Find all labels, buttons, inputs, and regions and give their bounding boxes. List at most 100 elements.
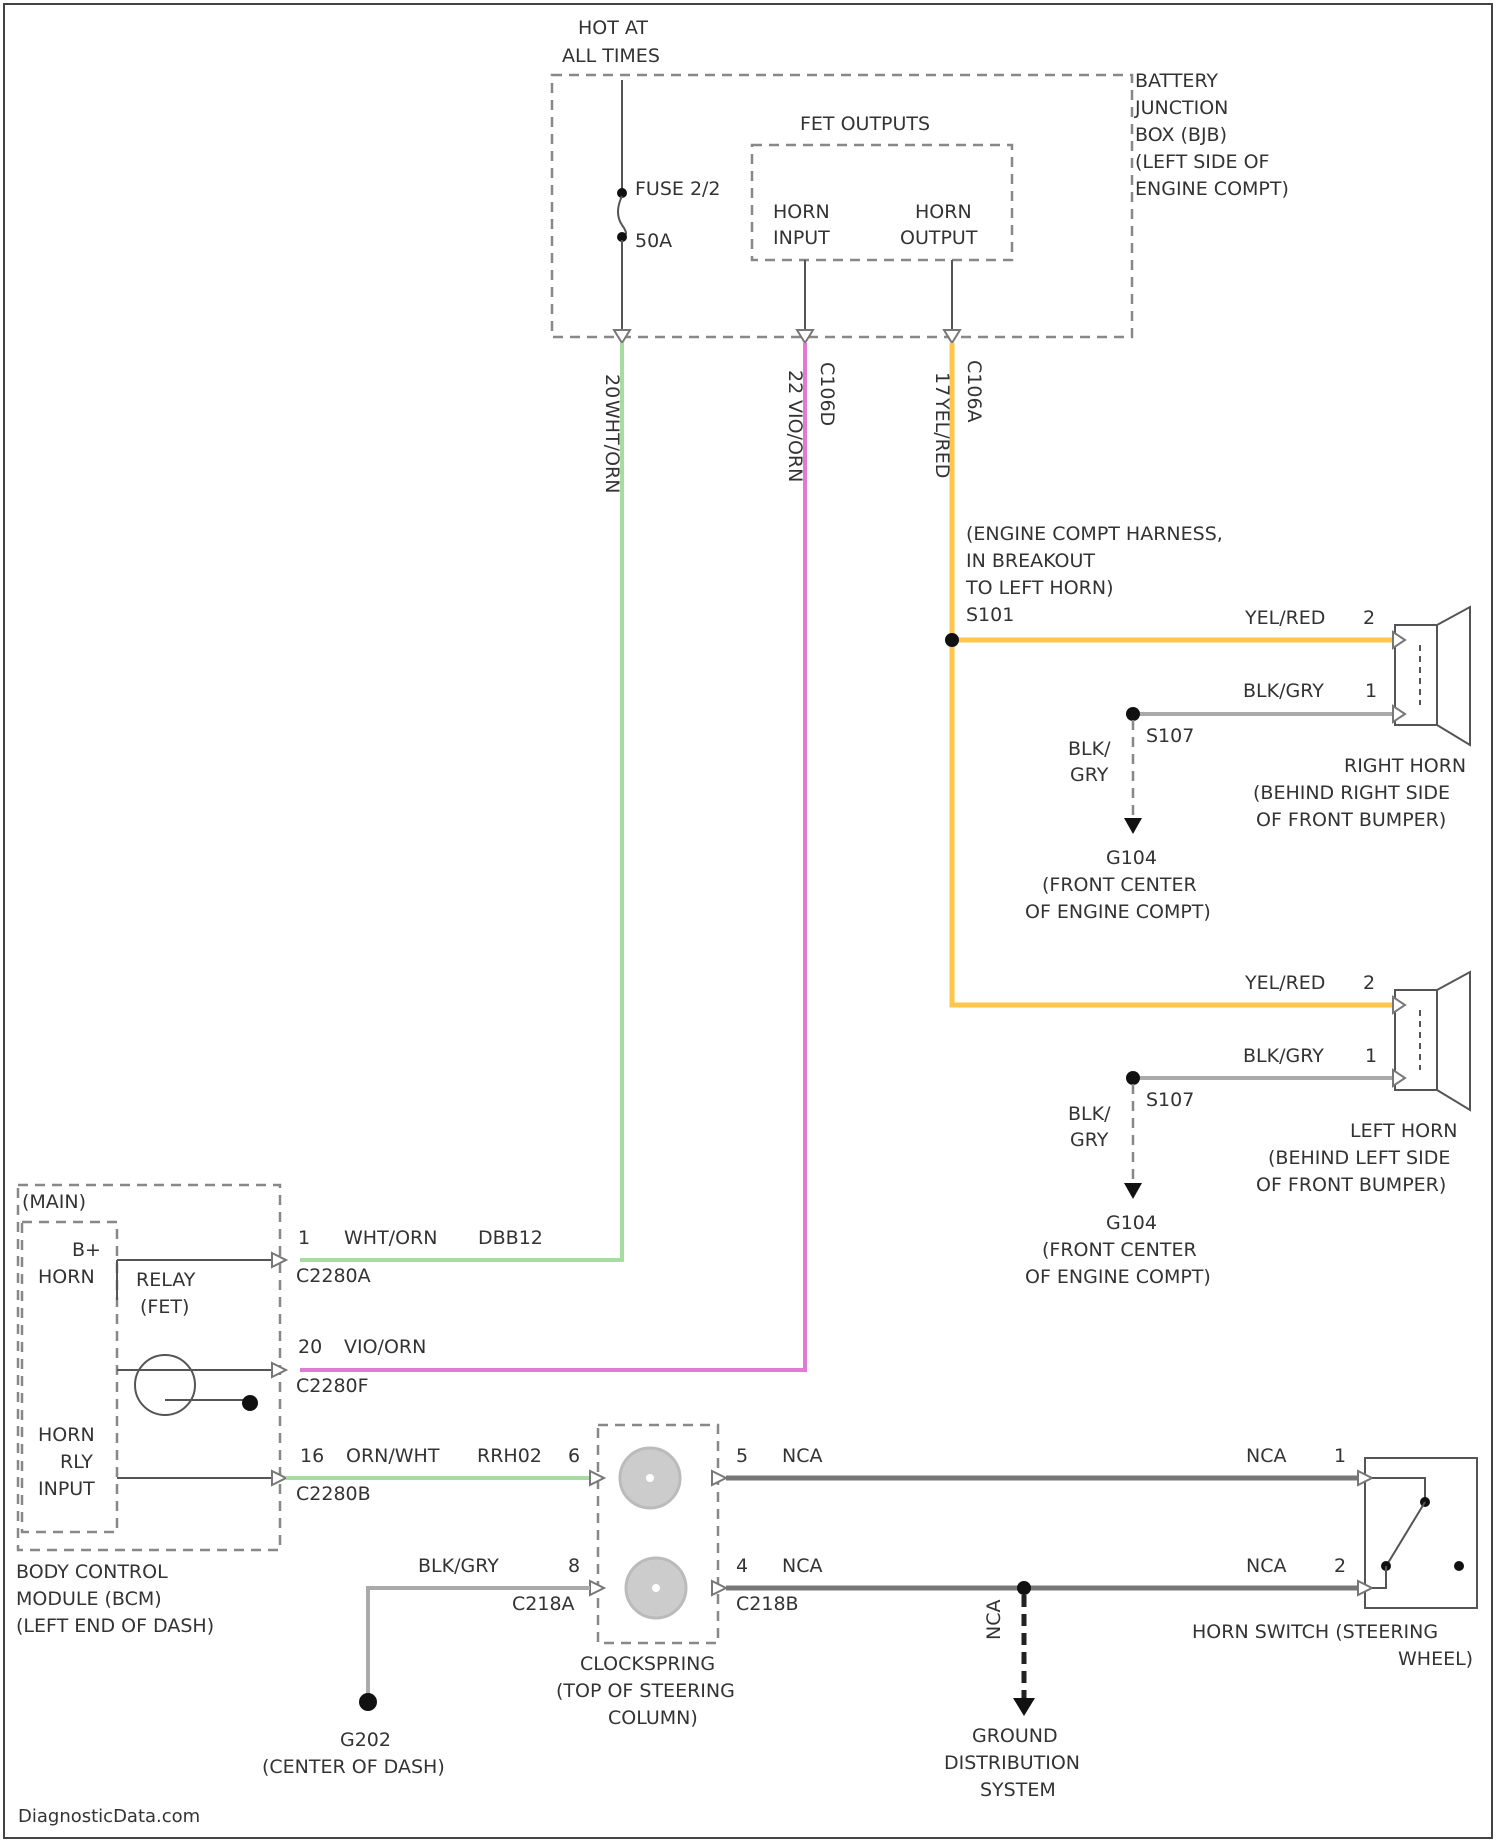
bcm-bplus-label: B+	[72, 1239, 101, 1261]
clockspring-name-2: (TOP OF STEERING	[556, 1680, 735, 1702]
horn-switch-pin-1: 1	[1334, 1445, 1346, 1467]
vio-orn-vertical-label: VIO/ORN	[784, 400, 806, 482]
hot-label-2: ALL TIMES	[562, 45, 660, 67]
left-horn-name-2: (BEHIND LEFT SIDE	[1268, 1147, 1450, 1169]
bcm-name-3: (LEFT END OF DASH)	[16, 1615, 214, 1637]
bcm-w3-code: RRH02	[477, 1445, 542, 1467]
pin-22-label: 22	[784, 370, 806, 394]
left-horn-circuit: YEL/RED 2 BLK/GRY 1 S107 BLK/ GRY G104 (…	[1025, 972, 1470, 1288]
right-horn-circuit: YEL/RED 2 BLK/GRY 1 S107 BLK/ GRY G104 (…	[1025, 607, 1470, 923]
ground-distribution-arrow	[1013, 1698, 1035, 1716]
right-horn-yel-red: YEL/RED	[1244, 607, 1325, 629]
right-horn-gry-label: GRY	[1070, 764, 1109, 786]
clockspring-pin-8-label: 8	[568, 1555, 580, 1577]
bcm-w2-pin: 20	[298, 1336, 322, 1358]
fuse-icon	[618, 196, 626, 236]
connector-c106d: C106D	[816, 362, 838, 426]
ground-distribution-nca: NCA	[983, 1600, 1005, 1640]
horn-switch-contact-icon	[1388, 1502, 1425, 1563]
left-horn-ground-arrow	[1124, 1183, 1142, 1199]
ground-distribution-splice	[1017, 1581, 1031, 1595]
clockspring-conn-in: C218A	[512, 1593, 575, 1615]
right-horn-name-3: OF FRONT BUMPER)	[1256, 809, 1446, 831]
bcm-w3-color: ORN/WHT	[346, 1445, 440, 1467]
bcm-w1-color: WHT/ORN	[344, 1227, 437, 1249]
left-horn-gry-label: GRY	[1070, 1129, 1109, 1151]
ground-distribution-2: DISTRIBUTION	[944, 1752, 1080, 1774]
right-horn-name-2: (BEHIND RIGHT SIDE	[1253, 782, 1450, 804]
wht-orn-wire	[300, 343, 622, 1260]
right-horn-ground-loc-2: OF ENGINE COMPT)	[1025, 901, 1211, 923]
bcm-fet-ground-dot	[242, 1395, 258, 1411]
horn-output-label-2: OUTPUT	[900, 227, 978, 249]
watermark: DiagnosticData.com	[18, 1806, 200, 1827]
right-horn-blk-label: BLK/	[1068, 738, 1111, 760]
clockspring-conn-out: C218B	[736, 1593, 799, 1615]
bcm-name-2: MODULE (BCM)	[16, 1588, 162, 1610]
clockspring-pin-4-label: 4	[736, 1555, 748, 1577]
left-horn-name-3: OF FRONT BUMPER)	[1256, 1174, 1446, 1196]
clockspring: 6 8 5 4 C218A C218B CLOCKSPRING (TOP OF …	[512, 1425, 799, 1729]
bcm-w1-pin: 1	[298, 1227, 310, 1249]
horn-output-label-1: HORN	[915, 201, 972, 223]
bjb-label-5: ENGINE COMPT)	[1135, 178, 1289, 200]
bcm-w1-code: DBB12	[478, 1227, 543, 1249]
clockspring-name-3: COLUMN)	[608, 1707, 698, 1729]
horn-switch-name-2: WHEEL)	[1398, 1648, 1473, 1670]
g202-ground-dot	[359, 1693, 377, 1711]
bjb-label-4: (LEFT SIDE OF	[1135, 151, 1269, 173]
horn-switch-outline	[1365, 1458, 1477, 1608]
bjb-label-2: JUNCTION	[1134, 97, 1228, 119]
harness-note: (ENGINE COMPT HARNESS, IN BREAKOUT TO LE…	[965, 523, 1223, 626]
vio-orn-wire	[300, 343, 805, 1370]
right-horn-pin-1: 1	[1365, 680, 1377, 702]
harness-label-1: (ENGINE COMPT HARNESS,	[966, 523, 1223, 545]
vertical-wire-labels: 20 WHT/ORN 22 VIO/ORN C106D 17 YEL/RED C…	[601, 360, 985, 493]
left-horn-pin-2: 2	[1363, 972, 1375, 994]
wht-orn-vertical-label: WHT/ORN	[601, 400, 623, 493]
connector-c106a: C106A	[963, 360, 985, 423]
bjb-label-3: BOX (BJB)	[1135, 124, 1227, 146]
bcm-horn-rly-3: INPUT	[38, 1478, 95, 1500]
fuse-name: FUSE 2/2	[635, 178, 721, 200]
right-horn-name-1: RIGHT HORN	[1344, 755, 1466, 777]
right-horn-ground-arrow	[1124, 818, 1142, 834]
right-horn-blk-gry: BLK/GRY	[1243, 680, 1324, 702]
right-horn-splice-s107	[1126, 707, 1140, 721]
nca-bottom-left-label: NCA	[782, 1555, 822, 1577]
clockspring-pin-5-label: 5	[736, 1445, 748, 1467]
clockspring-pin-6-label: 6	[568, 1445, 580, 1467]
bcm-horn-rly-2: RLY	[60, 1451, 93, 1473]
fuse-amp: 50A	[635, 230, 672, 252]
left-horn-ground-loc-1: (FRONT CENTER	[1042, 1239, 1197, 1261]
bcm-w2-color: VIO/ORN	[344, 1336, 426, 1358]
right-horn-splice-label: S107	[1146, 725, 1194, 747]
g202-location: (CENTER OF DASH)	[262, 1756, 445, 1778]
right-horn-pin-2: 2	[1363, 607, 1375, 629]
left-horn-name-1: LEFT HORN	[1350, 1120, 1458, 1142]
bcm-relay-label: RELAY	[136, 1269, 196, 1291]
bjb-label-1: BATTERY	[1135, 70, 1218, 92]
harness-label-2: IN BREAKOUT	[966, 550, 1095, 572]
pin-20-label: 20	[601, 374, 623, 398]
horn-switch-nca-top: NCA	[1246, 1445, 1286, 1467]
right-horn-ground-name: G104	[1106, 847, 1157, 869]
bcm-name-1: BODY CONTROL	[16, 1561, 168, 1583]
fet-outputs-title: FET OUTPUTS	[800, 113, 930, 135]
bcm-w3-connector: C2280B	[296, 1483, 371, 1505]
fet-transistor-icon	[135, 1355, 195, 1415]
bcm-w1-connector: C2280A	[296, 1265, 371, 1287]
horn-switch-pin-2: 2	[1334, 1555, 1346, 1577]
ground-distribution-3: SYSTEM	[980, 1779, 1056, 1801]
clockspring-blk-gry-label: BLK/GRY	[418, 1555, 499, 1577]
bcm-main-tag: (MAIN)	[22, 1191, 86, 1213]
harness-label-3: TO LEFT HORN)	[965, 577, 1114, 599]
clockspring-name-1: CLOCKSPRING	[580, 1653, 715, 1675]
body-control-module: (MAIN) B+ HORN RELAY (FET) HORN RLY INPU…	[16, 1185, 286, 1637]
left-horn-ground-loc-2: OF ENGINE COMPT)	[1025, 1266, 1211, 1288]
left-horn-icon	[1393, 972, 1470, 1110]
left-horn-splice-s107	[1126, 1071, 1140, 1085]
left-horn-yel-red: YEL/RED	[1244, 972, 1325, 994]
bcm-w2-connector: C2280F	[296, 1375, 369, 1397]
g202-name: G202	[340, 1729, 391, 1751]
